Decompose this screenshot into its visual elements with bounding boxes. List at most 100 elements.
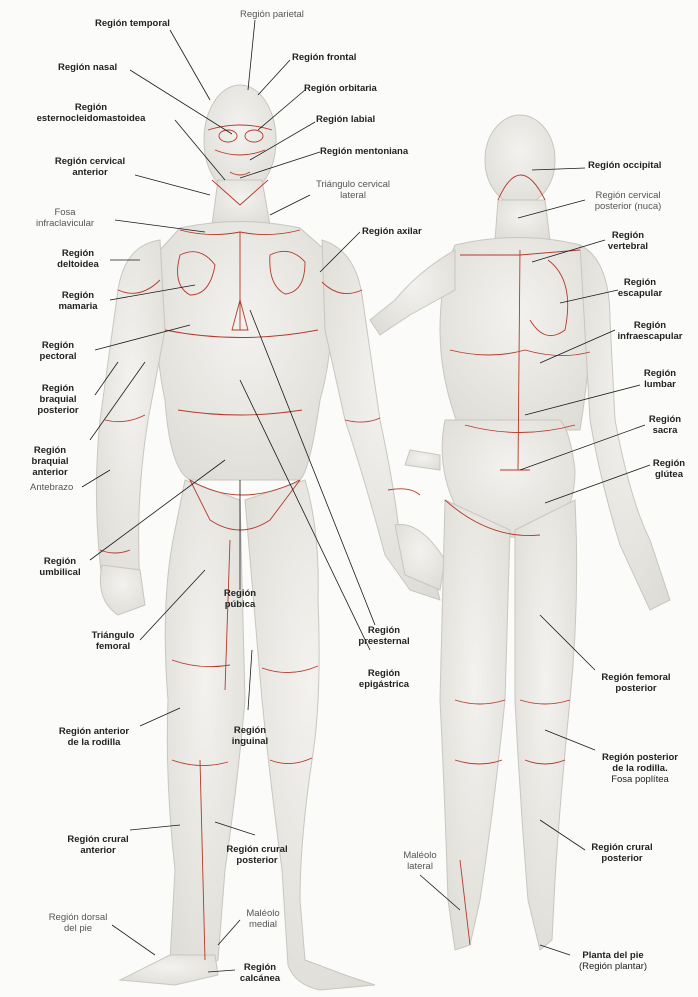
label-region-crural-anterior: Región crural anterior xyxy=(56,834,140,856)
label-line: Región xyxy=(352,668,416,679)
label-line: femoral xyxy=(85,641,141,652)
label-region-occipital: Región occipital xyxy=(588,160,661,171)
label-region-cervical-posterior: Región cervical posterior (nuca) xyxy=(578,190,678,212)
label-region-axilar: Región axilar xyxy=(362,226,422,237)
label-line: glútea xyxy=(644,469,694,480)
label-line: Región xyxy=(640,414,690,425)
label-maleolo-medial: Maléolo medial xyxy=(238,908,288,930)
label-region-preesternal: Región preesternal xyxy=(352,625,416,647)
label-line: Región cervical xyxy=(578,190,678,201)
label-line: vertebral xyxy=(598,241,658,252)
label-region-frontal: Región frontal xyxy=(292,52,356,63)
label-line: pectoral xyxy=(30,351,86,362)
label-line: Región xyxy=(612,277,668,288)
label-line: inguinal xyxy=(225,736,275,747)
label-line: de la rodilla xyxy=(46,737,142,748)
label-region-anterior-rodilla: Región anterior de la rodilla xyxy=(46,726,142,748)
label-line: anterior xyxy=(45,167,135,178)
label-region-temporal: Región temporal xyxy=(95,18,170,29)
label-line: braquial xyxy=(30,394,86,405)
label-line: calcánea xyxy=(235,973,285,984)
label-line: mamaria xyxy=(50,301,106,312)
label-region-sacra: Región sacra xyxy=(640,414,690,436)
label-line: Región xyxy=(632,368,688,379)
label-line: Región xyxy=(22,445,78,456)
label-line: Región xyxy=(225,725,275,736)
label-line: Región xyxy=(30,556,90,567)
label-line: Región xyxy=(352,625,416,636)
label-line: lateral xyxy=(308,190,398,201)
label-line: de la rodilla. xyxy=(590,763,690,774)
label-line: Región crural xyxy=(580,842,664,853)
label-region-escapular: Región escapular xyxy=(612,277,668,299)
label-line: Maléolo xyxy=(395,850,445,861)
label-line: Región crural xyxy=(215,844,299,855)
label-line: Región xyxy=(235,962,285,973)
label-maleolo-lateral: Maléolo lateral xyxy=(395,850,445,872)
label-line: Región xyxy=(50,248,106,259)
label-line: del pie xyxy=(36,923,120,934)
label-line: Región xyxy=(8,102,174,113)
label-line: anterior xyxy=(56,845,140,856)
label-region-dorsal-pie: Región dorsal del pie xyxy=(36,912,120,934)
label-line: infraescapular xyxy=(610,331,690,342)
label-region-umbilical: Región umbilical xyxy=(30,556,90,578)
label-line: braquial xyxy=(22,456,78,467)
label-region-vertebral: Región vertebral xyxy=(598,230,658,252)
label-line: Triángulo xyxy=(85,630,141,641)
label-region-crural-posterior-back: Región crural posterior xyxy=(580,842,664,864)
label-region-deltoidea: Región deltoidea xyxy=(50,248,106,270)
label-line: púbica xyxy=(215,599,265,610)
label-region-braquial-anterior: Región braquial anterior xyxy=(22,445,78,478)
label-region-femoral-posterior: Región femoral posterior xyxy=(588,672,684,694)
label-region-epigastrica: Región epigástrica xyxy=(352,668,416,690)
label-line: lumbar xyxy=(632,379,688,390)
label-region-parietal: Región parietal xyxy=(240,9,304,20)
label-line: Región xyxy=(610,320,690,331)
label-line: Región crural xyxy=(56,834,140,845)
label-region-esternocleidomastoidea: Región esternocleidomastoidea xyxy=(8,102,174,124)
label-line: escapular xyxy=(612,288,668,299)
label-region-nasal: Región nasal xyxy=(58,62,117,73)
label-line: Fosa poplítea xyxy=(590,774,690,785)
label-antebrazo: Antebrazo xyxy=(30,482,73,493)
label-line: esternocleidomastoidea xyxy=(8,113,174,124)
label-region-crural-posterior-front: Región crural posterior xyxy=(215,844,299,866)
label-line: Región xyxy=(598,230,658,241)
label-region-labial: Región labial xyxy=(316,114,375,125)
label-line: sacra xyxy=(640,425,690,436)
label-line: posterior xyxy=(588,683,684,694)
label-triangulo-cervical-lateral: Triángulo cervical lateral xyxy=(308,179,398,201)
label-line: Región posterior xyxy=(590,752,690,763)
label-region-braquial-posterior: Región braquial posterior xyxy=(30,383,86,416)
label-region-pubica: Región púbica xyxy=(215,588,265,610)
label-region-infraescapular: Región infraescapular xyxy=(610,320,690,342)
label-line: epigástrica xyxy=(352,679,416,690)
leader-lines xyxy=(82,20,650,972)
label-line: Triángulo cervical xyxy=(308,179,398,190)
label-line: Región anterior xyxy=(46,726,142,737)
label-region-inguinal: Región inguinal xyxy=(225,725,275,747)
label-region-posterior-rodilla: Región posterior de la rodilla. Fosa pop… xyxy=(590,752,690,785)
label-region-mentoniana: Región mentoniana xyxy=(320,146,408,157)
label-region-cervical-anterior: Región cervical anterior xyxy=(45,156,135,178)
label-line: anterior xyxy=(22,467,78,478)
label-line: Planta del pie xyxy=(565,950,661,961)
label-line: (Región plantar) xyxy=(565,961,661,972)
label-line: posterior xyxy=(215,855,299,866)
label-line: umbilical xyxy=(30,567,90,578)
label-line: posterior xyxy=(580,853,664,864)
label-line: Región xyxy=(30,340,86,351)
label-line: Maléolo xyxy=(238,908,288,919)
label-line: deltoidea xyxy=(50,259,106,270)
label-line: medial xyxy=(238,919,288,930)
label-line: lateral xyxy=(395,861,445,872)
label-line: Región dorsal xyxy=(36,912,120,923)
label-region-orbitaria: Región orbitaria xyxy=(304,83,377,94)
label-line: Región xyxy=(215,588,265,599)
label-region-calcanea: Región calcánea xyxy=(235,962,285,984)
label-region-mamaria: Región mamaria xyxy=(50,290,106,312)
label-region-glutea: Región glútea xyxy=(644,458,694,480)
label-triangulo-femoral: Triángulo femoral xyxy=(85,630,141,652)
